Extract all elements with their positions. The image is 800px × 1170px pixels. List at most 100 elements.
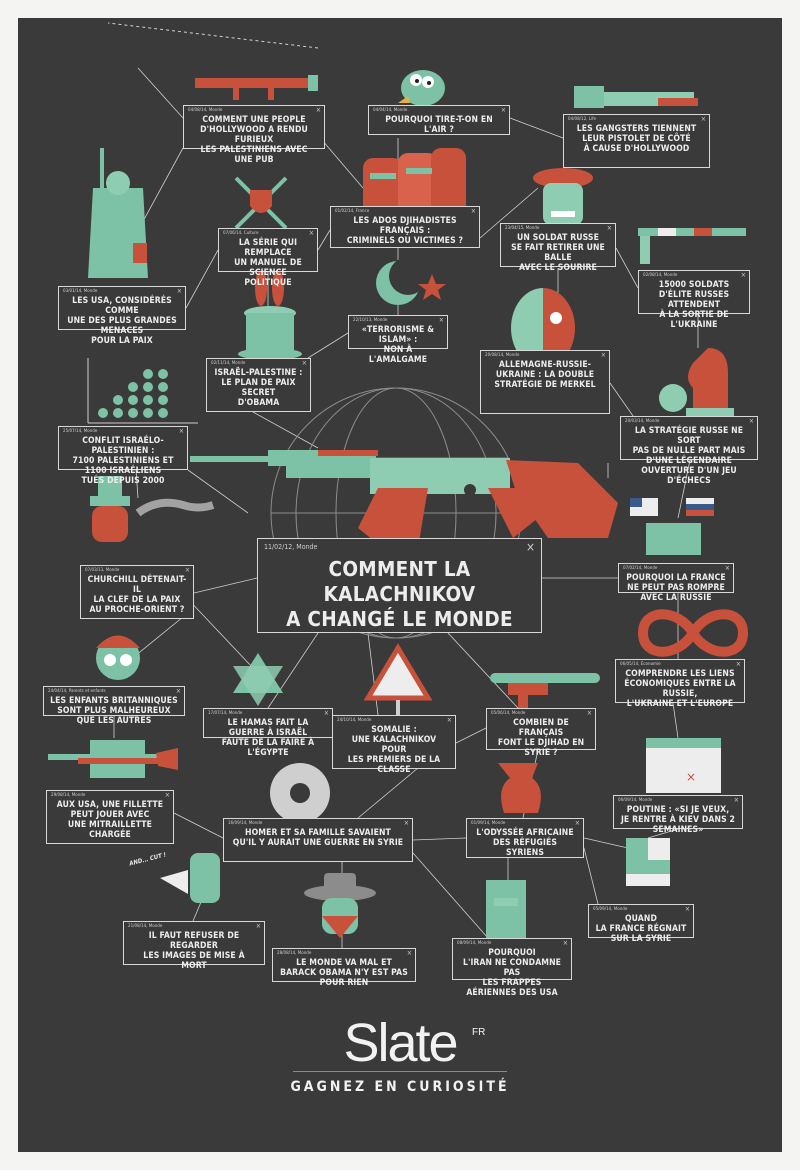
connector-line [412, 837, 467, 841]
close-icon[interactable]: × [600, 351, 606, 359]
card-title: COMMENT LA KALACHNIKOV A CHANGÉ LE MONDE [286, 557, 513, 631]
magic-hat-rabbit-icon [238, 270, 302, 360]
article-card-usa[interactable]: 03/01/14, Monde×LES USA, CONSIDÉRÉS COMM… [58, 286, 186, 346]
calendar-icon: × [646, 738, 721, 793]
article-card-somalie[interactable]: 24/10/14, Monde×SOMALIE : UNE KALACHNIKO… [332, 715, 456, 775]
statue-of-liberty-icon [88, 148, 148, 278]
close-icon[interactable]: × [700, 115, 706, 123]
card-meta: 07/03/13, Monde [85, 568, 120, 573]
star-of-david-icon [233, 653, 283, 706]
connector-line [307, 332, 349, 359]
close-icon[interactable]: × [184, 566, 190, 574]
article-card-strategie[interactable]: 20/03/14, Monde×LA STRATÉGIE RUSSE NE SO… [620, 416, 758, 486]
connector-line [173, 812, 224, 839]
card-meta: 03/01/14, Monde [63, 289, 98, 294]
close-icon[interactable]: × [740, 271, 746, 279]
article-card-obama[interactable]: 28/08/14, Monde×LE MONDE VA MAL ET BARAC… [272, 948, 416, 988]
card-meta: 21/08/14, Monde [128, 924, 163, 929]
card-meta: 22/10/13, Monde [353, 318, 388, 323]
close-icon[interactable]: × [315, 106, 321, 114]
slate-logo[interactable]: Slate [343, 1013, 458, 1073]
main-article-card[interactable]: 11/02/12, Monde × COMMENT LA KALACHNIKOV… [257, 538, 542, 633]
card-title: L'ODYSSÉE AFRICAINE DES RÉFUGIÉS SYRIENS [476, 828, 574, 858]
article-card-enfants[interactable]: 24/04/14, Parents et enfants×LES ENFANTS… [43, 686, 185, 726]
article-card-merkel[interactable]: 20/08/14, Monde×ALLEMAGNE-RUSSIE- UKRAIN… [480, 350, 610, 414]
article-card-israel[interactable]: 02/11/14, Monde×ISRAËL-PALESTINE : LE PL… [206, 358, 311, 412]
school-sign-icon [363, 643, 433, 718]
chess-knight-icon [659, 348, 734, 416]
connector-line [455, 727, 487, 744]
card-meta: 25/07/14, Monde [63, 429, 98, 434]
article-card-liens[interactable]: 06/05/14, Économie×COMPRENDRE LES LIENS … [615, 659, 745, 709]
article-card-poutine[interactable]: 06/09/14, Monde×POUTINE : «SI JE VEUX, J… [613, 795, 743, 835]
close-icon[interactable]: × [733, 796, 739, 804]
close-icon[interactable]: × [255, 922, 261, 930]
close-icon[interactable]: × [574, 819, 580, 827]
close-icon[interactable]: × [175, 687, 181, 695]
connector-line [677, 459, 691, 519]
close-icon[interactable]: × [586, 709, 592, 717]
close-icon[interactable]: × [470, 207, 476, 215]
article-card-iran[interactable]: 08/09/14, Monde×POURQUOI L'IRAN NE CONDA… [452, 938, 572, 998]
close-icon[interactable]: × [438, 316, 444, 324]
connector-line [583, 847, 599, 905]
close-icon[interactable]: × [176, 287, 182, 295]
crossed-swords-shield-icon [234, 176, 288, 230]
card-meta: 07/02/14, Monde [623, 566, 658, 571]
close-icon[interactable]: × [164, 791, 170, 799]
card-meta: 16/09/14, Monde [228, 821, 263, 826]
card-title: IL FAUT REFUSER DE REGARDER LES IMAGES D… [143, 931, 245, 971]
card-meta: 24/04/14, Parents et enfants [48, 689, 106, 694]
close-icon[interactable]: × [735, 660, 741, 668]
article-card-people[interactable]: 04/08/14, Monde×COMMENT UNE PEOPLE D'HOL… [183, 105, 325, 165]
close-icon[interactable]: × [606, 224, 612, 232]
close-icon[interactable]: × [178, 427, 184, 435]
card-meta: 01/02/14, France [335, 209, 370, 214]
article-card-churchill[interactable]: 07/03/13, Monde×CHURCHILL DÉTENAIT-IL LA… [80, 565, 194, 619]
split-face-icon [511, 288, 575, 368]
article-card-quand[interactable]: 05/09/14, Monde×QUAND LA FRANCE RÉGNAIT … [588, 904, 694, 944]
poster: × [18, 18, 782, 1152]
card-meta: 02/08/14, Monde [643, 273, 678, 278]
card-meta: 24/10/14, Monde [337, 718, 372, 723]
close-icon[interactable]: × [323, 709, 329, 717]
article-card-serie[interactable]: 07/06/14, Culture×LA SÉRIE QUI REMPLACE … [218, 228, 318, 288]
close-icon[interactable]: × [308, 229, 314, 237]
article-card-hamas[interactable]: 17/07/14, Monde×LE HAMAS FAIT LA GUERRE … [203, 708, 333, 758]
close-icon[interactable]: × [748, 417, 754, 425]
article-card-homer[interactable]: 16/09/14, Monde×HOMER ET SA FAMILLE SAVA… [223, 818, 413, 862]
article-card-tirer[interactable]: 04/04/14, Monde×POURQUOI TIRE-T-ON EN L'… [368, 105, 510, 135]
close-icon[interactable]: × [684, 905, 690, 913]
article-card-soldats15000[interactable]: 02/08/14, Monde×15000 SOLDATS D'ÉLITE RU… [638, 270, 750, 330]
article-card-francerussie[interactable]: 07/02/14, Monde ×POURQUOI LA FRANCE NE PE… [618, 563, 734, 603]
connector-line [447, 632, 519, 709]
brand-block: Slate FR GAGNEZ EN CURIOSITÉ [18, 1013, 782, 1152]
close-icon[interactable]: × [562, 939, 568, 947]
close-icon[interactable]: × [403, 819, 409, 827]
article-card-gangsters[interactable]: 04/08/12, Life×LES GANGSTERS TIENNENT LE… [563, 114, 710, 168]
article-card-fillette[interactable]: 29/08/14, Monde×AUX USA, UNE FILLETTE PE… [46, 790, 174, 844]
close-icon[interactable]: × [500, 106, 506, 114]
child-glasses-icon [96, 635, 140, 680]
close-icon[interactable]: × [301, 359, 307, 367]
close-icon[interactable]: × [525, 540, 535, 554]
close-icon[interactable]: × [446, 716, 452, 724]
article-card-images[interactable]: 21/08/14, Monde × IL FAUT REFUSER DE REGAR… [123, 921, 265, 971]
article-card-djihad[interactable]: 05/06/14, Monde×COMBIEN DE FRANÇAIS FONT… [486, 708, 596, 758]
article-card-ados[interactable]: 01/02/14, France×LES ADOS DJIHADISTES FR… [330, 206, 480, 248]
card-title: COMMENT UNE PEOPLE D'HOLLYWOOD A RENDU F… [200, 115, 308, 165]
card-title: POURQUOI LA FRANCE NE PEUT PAS ROMPRE AV… [626, 573, 726, 603]
card-title: COMBIEN DE FRANÇAIS FONT LE DJIHAD EN SY… [497, 718, 585, 758]
card-title: LA STRATÉGIE RUSSE NE SORT PAS DE NULLE … [632, 426, 746, 486]
article-card-soldat[interactable]: 23/04/15, Monde×UN SOLDAT RUSSE SE FAIT … [500, 223, 616, 273]
connector-line [367, 632, 379, 716]
close-icon[interactable]: × [406, 949, 412, 957]
briefcase-gun-icon [48, 740, 178, 778]
card-meta: 08/09/14, Monde [457, 941, 492, 946]
article-card-conflit[interactable]: 25/07/14, Monde×CONFLIT ISRAÉLO-PALESTIN… [58, 426, 188, 486]
card-title: AUX USA, UNE FILLETTE PEUT JOUER AVEC UN… [56, 800, 164, 840]
close-icon[interactable]: × [724, 564, 730, 572]
article-card-terrorisme[interactable]: 22/10/13, Monde×«TERRORISME & ISLAM» : N… [348, 315, 448, 365]
article-card-odyssee[interactable]: 01/09/14, Monde×L'ODYSSÉE AFRICAINE DES … [466, 818, 584, 858]
gun-icon [490, 673, 600, 708]
